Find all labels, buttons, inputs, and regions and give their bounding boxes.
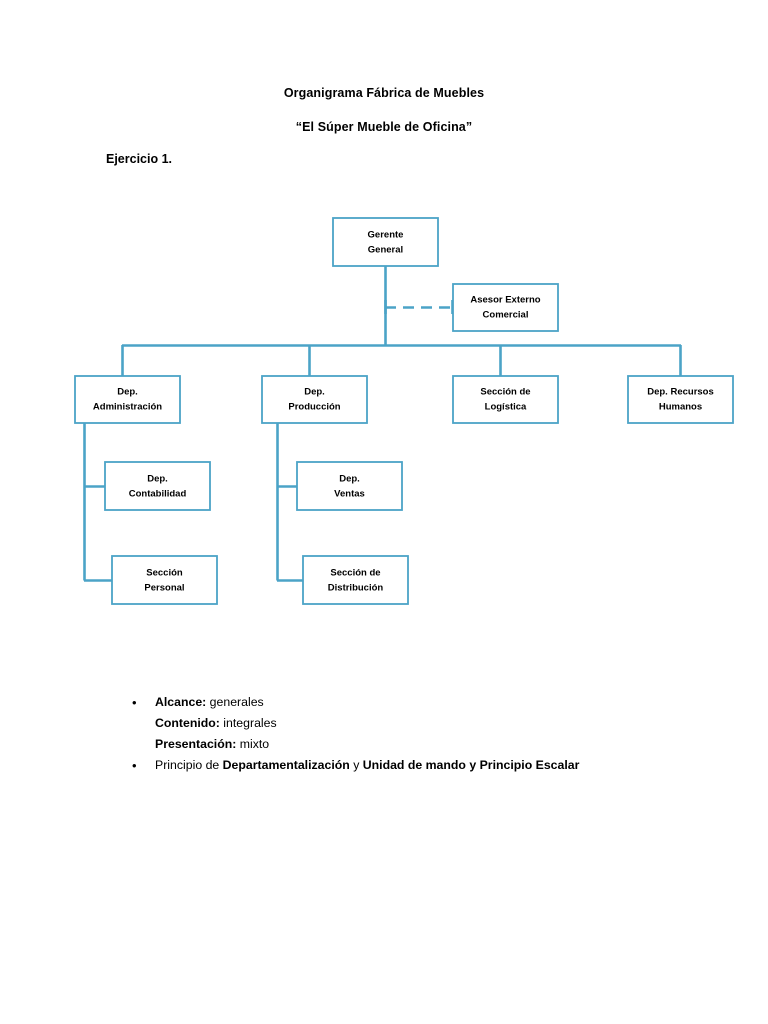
note-value: mixto bbox=[236, 737, 270, 751]
node-seccion-logistica[interactable]: Sección de Logística bbox=[452, 375, 559, 424]
node-label-line1: Dep. bbox=[304, 387, 325, 398]
connector-lines bbox=[83, 266, 682, 582]
node-asesor-externo[interactable]: Asesor Externo Comercial bbox=[452, 283, 559, 332]
note-line-principios: Principio de Departamentalización y Unid… bbox=[155, 755, 684, 776]
node-label-line2: Contabilidad bbox=[129, 489, 187, 500]
node-label-line2: Ventas bbox=[334, 489, 365, 500]
list-item: • Principio de Departamentalización y Un… bbox=[124, 755, 684, 776]
node-label-line2: Personal bbox=[144, 583, 184, 594]
node-label-line2: Comercial bbox=[483, 310, 529, 321]
note-line-alcance: Alcance: generales bbox=[155, 692, 684, 713]
node-dep-recursos-humanos[interactable]: Dep. Recursos Humanos bbox=[627, 375, 734, 424]
exercise-label: Ejercicio 1. bbox=[106, 152, 173, 166]
list-item: • Alcance: generales Contenido: integral… bbox=[124, 692, 684, 755]
document-title: Organigrama Fábrica de Muebles bbox=[283, 86, 485, 100]
note-key: Alcance: bbox=[155, 695, 207, 709]
note-middle: y bbox=[349, 758, 363, 772]
node-label-line2: General bbox=[368, 245, 403, 256]
node-label-line1: Sección de bbox=[330, 568, 380, 579]
note-bold-unidad-mando: Unidad de mando y Principio Escalar bbox=[362, 758, 580, 772]
node-dep-contabilidad[interactable]: Dep. Contabilidad bbox=[104, 461, 211, 511]
note-line-presentacion: Presentación: mixto bbox=[155, 734, 684, 755]
note-line-contenido: Contenido: integrales bbox=[155, 713, 684, 734]
note-key: Presentación: bbox=[155, 737, 237, 751]
bullet-glyph: • bbox=[132, 695, 137, 710]
note-value: integrales bbox=[219, 716, 277, 730]
node-seccion-personal[interactable]: Sección Personal bbox=[111, 555, 218, 605]
node-label-line2: Logística bbox=[485, 402, 527, 413]
node-dep-ventas[interactable]: Dep. Ventas bbox=[296, 461, 403, 511]
node-label-line1: Asesor Externo bbox=[470, 295, 540, 306]
node-gerente-general[interactable]: Gerente General bbox=[332, 217, 439, 267]
node-label-line1: Gerente bbox=[368, 230, 404, 241]
node-label-line1: Dep. Recursos bbox=[647, 387, 714, 398]
node-label-line2: Distribución bbox=[328, 583, 384, 594]
node-label-line1: Dep. bbox=[117, 387, 138, 398]
document-subtitle: “El Súper Mueble de Oficina” bbox=[295, 120, 473, 134]
note-prefix: Principio de bbox=[155, 758, 223, 772]
connector-asesor-externo-dashed bbox=[384, 300, 454, 314]
node-label-line1: Sección de bbox=[480, 387, 530, 398]
bullet-glyph: • bbox=[132, 758, 137, 773]
node-seccion-distribucion[interactable]: Sección de Distribución bbox=[302, 555, 409, 605]
node-label-line2: Producción bbox=[288, 402, 340, 413]
notes-list: • Alcance: generales Contenido: integral… bbox=[124, 692, 684, 776]
node-dep-administracion[interactable]: Dep. Administración bbox=[74, 375, 181, 424]
node-label-line1: Sección bbox=[146, 568, 183, 579]
note-value: generales bbox=[206, 695, 264, 709]
note-key: Contenido: bbox=[155, 716, 220, 730]
node-label-line2: Humanos bbox=[659, 402, 702, 413]
node-label-line1: Dep. bbox=[147, 474, 168, 485]
node-label-line2: Administración bbox=[93, 402, 162, 413]
note-bold-departamentalizacion: Departamentalización bbox=[222, 758, 350, 772]
node-dep-produccion[interactable]: Dep. Producción bbox=[261, 375, 368, 424]
node-label-line1: Dep. bbox=[339, 474, 360, 485]
